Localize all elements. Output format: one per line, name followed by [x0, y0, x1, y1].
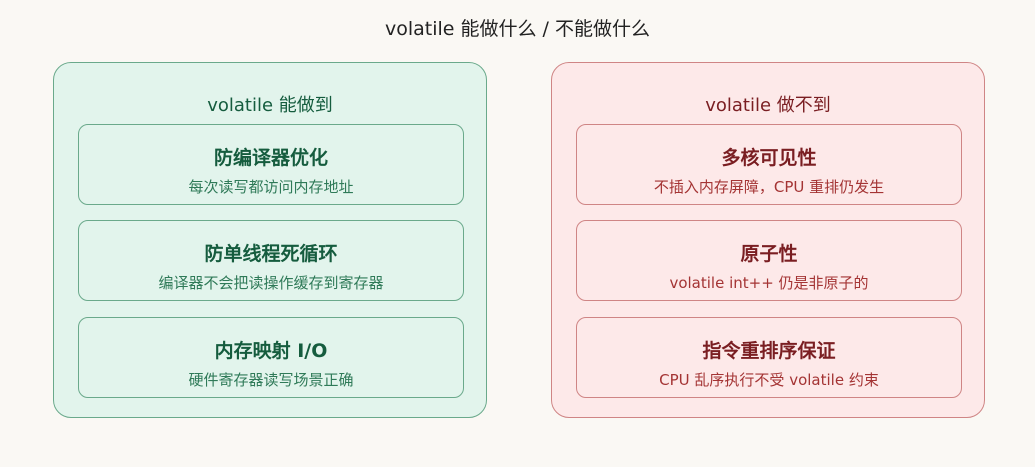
- card-desc: 硬件寄存器读写场景正确: [188, 371, 354, 389]
- card-desc: 不插入内存屏障，CPU 重排仍发生: [653, 178, 885, 196]
- can-do-heading: volatile 能做到: [207, 95, 333, 116]
- card-title: 指令重排序保证: [702, 340, 836, 362]
- card-title: 多核可见性: [721, 147, 817, 169]
- cannot-do-panel: volatile 做不到 多核可见性不插入内存屏障，CPU 重排仍发生 原子性 v…: [551, 62, 985, 418]
- card-title: 原子性: [740, 243, 798, 265]
- card-desc: volatile int++ 仍是非原子的: [669, 274, 869, 292]
- can-do-card: 防单线程死循环编译器不会把读操作缓存到寄存器: [78, 220, 464, 301]
- cannot-do-card: 指令重排序保证 CPU 乱序执行不受 volatile 约束: [576, 317, 962, 398]
- can-do-panel: volatile 能做到 防编译器优化每次读写都访问内存地址 防单线程死循环编译…: [53, 62, 487, 418]
- can-do-card: 防编译器优化每次读写都访问内存地址: [78, 124, 464, 205]
- cannot-do-card: 原子性 volatile int++ 仍是非原子的: [576, 220, 962, 301]
- card-title: 防单线程死循环: [204, 243, 338, 265]
- card-title: 防编译器优化: [213, 147, 328, 169]
- card-desc: CPU 乱序执行不受 volatile 约束: [659, 371, 879, 389]
- card-desc: 每次读写都访问内存地址: [188, 178, 354, 196]
- diagram-title: volatile 能做什么 / 不能做什么: [384, 18, 650, 40]
- cannot-do-card: 多核可见性不插入内存屏障，CPU 重排仍发生: [576, 124, 962, 205]
- card-desc: 编译器不会把读操作缓存到寄存器: [158, 274, 384, 292]
- card-title: 内存映射 I/O: [214, 340, 328, 362]
- can-do-card: 内存映射 I/O 硬件寄存器读写场景正确: [78, 317, 464, 398]
- cannot-do-heading: volatile 做不到: [705, 95, 831, 116]
